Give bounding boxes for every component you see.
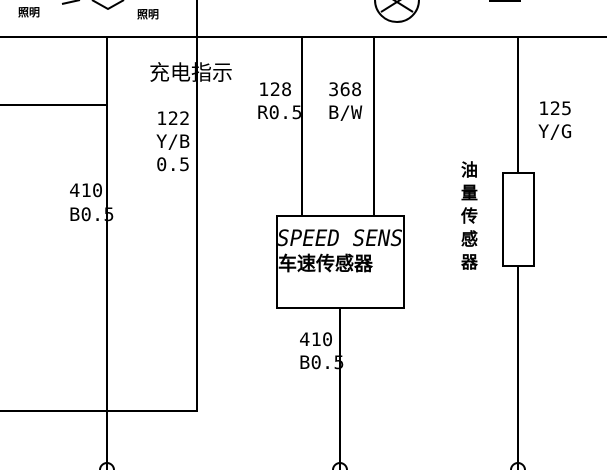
lamp-symbol-left bbox=[61, 0, 125, 11]
fuel-level-sensor-resistor bbox=[502, 172, 535, 267]
label-wire-122-size: 0.5 bbox=[156, 154, 190, 176]
label-wire-122-color: Y/B bbox=[156, 131, 190, 153]
speed-sensor-title-en: SPEED SENS bbox=[277, 227, 403, 252]
speed-sensor-title-cn: 车速传感器 bbox=[278, 252, 374, 275]
label-wire-368-spec: B/W bbox=[328, 102, 363, 124]
fuel-sensor-label: 油 量 传 感 器 bbox=[460, 160, 479, 273]
lamp-label-left: 照明 bbox=[18, 6, 40, 19]
svg-text:感: 感 bbox=[461, 229, 478, 250]
label-wire-125-num: 125 bbox=[538, 98, 572, 120]
indicator-lamp-icon bbox=[374, 0, 420, 23]
svg-text:量: 量 bbox=[461, 183, 478, 204]
label-charge-indicator: 充电指示 bbox=[149, 61, 233, 85]
svg-text:传: 传 bbox=[460, 206, 478, 227]
wire-122 bbox=[107, 37, 198, 412]
label-wire-128-num: 128 bbox=[258, 79, 292, 101]
svg-text:油: 油 bbox=[461, 160, 478, 181]
label-wire-410-bottom-num: 410 bbox=[299, 329, 333, 351]
connector-icon bbox=[99, 462, 526, 470]
label-wire-410-left-spec: B0.5 bbox=[69, 204, 115, 226]
left-module-box bbox=[0, 104, 107, 412]
label-wire-122-num: 122 bbox=[156, 108, 190, 130]
svg-text:器: 器 bbox=[460, 253, 479, 273]
label-wire-128-spec: R0.5 bbox=[257, 102, 303, 124]
top-right-box-fragment bbox=[489, 0, 521, 2]
label-wire-410-left-num: 410 bbox=[69, 180, 103, 202]
label-wire-125-color: Y/G bbox=[538, 121, 572, 143]
lamp-label-right: 照明 bbox=[137, 8, 159, 21]
label-wire-410-bottom-spec: B0.5 bbox=[299, 352, 345, 374]
label-wire-368-num: 368 bbox=[328, 79, 362, 101]
